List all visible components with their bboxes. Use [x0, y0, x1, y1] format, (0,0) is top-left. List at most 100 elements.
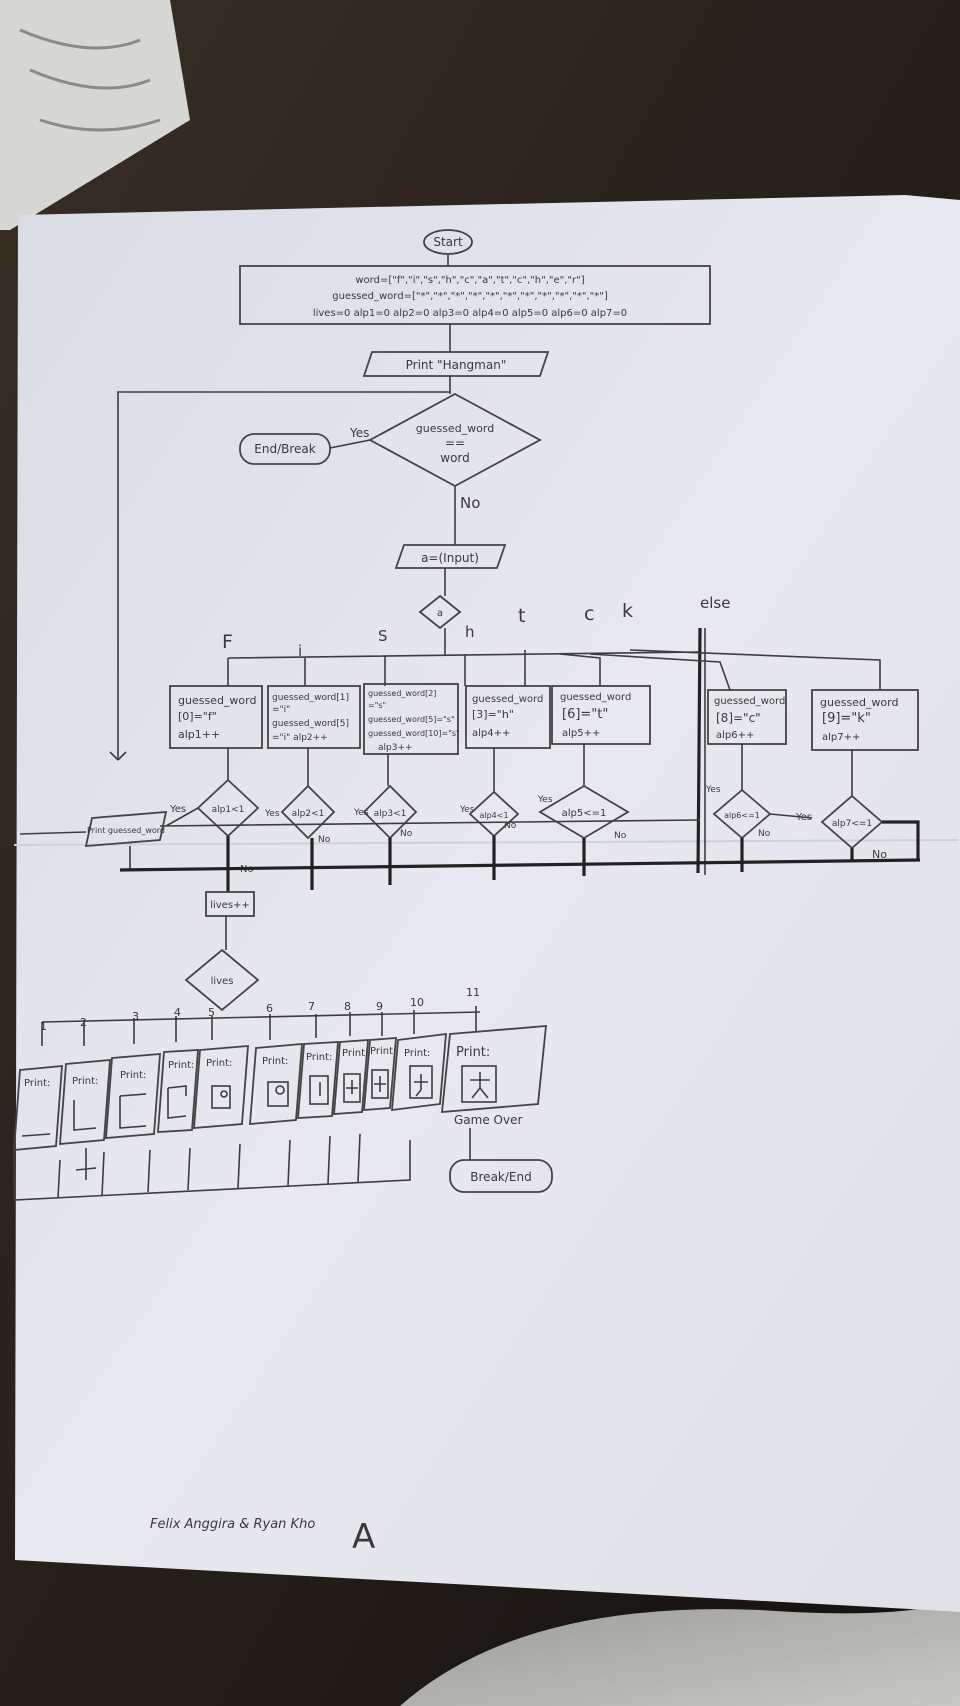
case-f-line3: alp1++ [178, 728, 220, 741]
input-label: a=(Input) [421, 551, 479, 565]
game-over-label: Game Over [454, 1113, 522, 1127]
yes-5: Yes [537, 795, 553, 805]
life-num-8: 8 [344, 1000, 351, 1013]
lives-switch-diamond [184, 948, 260, 1012]
print-hangman-io [362, 351, 550, 377]
life-num-9: 9 [376, 1000, 383, 1013]
print-box-4 [157, 1049, 199, 1133]
print-guessed-io [84, 811, 168, 847]
print-guessed-label: Print guessed_word [87, 826, 165, 835]
decision-alp5-text: alp5<=1 [562, 808, 607, 819]
decision-alp2 [280, 784, 336, 840]
case-s-label: S [378, 627, 388, 645]
case-i-box [267, 685, 361, 749]
case-f-label: F [222, 631, 233, 653]
case-t-line1: guessed_word [560, 692, 631, 703]
case-c-label: c [584, 603, 594, 625]
case-k-line3: alp7++ [822, 732, 860, 743]
case-t-line3: alp5++ [562, 728, 600, 739]
case-h-label: h [465, 623, 475, 641]
signature: Felix Anggira & Ryan Kho [150, 1517, 315, 1532]
case-c-line1: guessed_word [714, 696, 785, 707]
decision-b: word [440, 451, 470, 465]
case-i-line2: ="i" [272, 705, 290, 715]
lives-inc-box [205, 891, 255, 917]
print-box-5-label: Print: [206, 1058, 232, 1069]
print-box-9-label: Print: [370, 1046, 396, 1057]
case-h-line3: alp4++ [472, 728, 510, 739]
case-i-line4: ="i" alp2++ [272, 733, 328, 743]
break-end-terminal [449, 1159, 553, 1193]
print-hangman-label: Print "Hangman" [406, 358, 507, 372]
break-end-label: Break/End [470, 1170, 531, 1184]
lives-switch-label: lives [211, 976, 234, 987]
case-k-line2: [9]="k" [822, 711, 871, 726]
life-num-5: 5 [208, 1006, 215, 1019]
loop-back-line [117, 391, 450, 760]
yes-label-main: Yes [349, 426, 369, 440]
case-s-line2: ="s" [368, 701, 386, 710]
life-num-4: 4 [174, 1006, 181, 1019]
case-s-line5: alp3++ [378, 743, 413, 753]
decision-alp4-text: alp4<1 [479, 811, 508, 820]
print-box-1-label: Print: [24, 1078, 50, 1089]
no-6: No [758, 829, 771, 839]
yes-3: Yes [353, 808, 369, 818]
print-box-8 [333, 1039, 369, 1115]
case-s-box [363, 683, 459, 755]
print-box-3 [105, 1053, 161, 1139]
life-num-6: 6 [266, 1002, 273, 1015]
flowchart: Start word=["f","i","s","h","c","a","t",… [13, 229, 921, 1201]
decision-alp7-text: alp7<=1 [832, 819, 872, 829]
life-num-3: 3 [132, 1010, 139, 1023]
end-break-terminal [239, 433, 331, 465]
print-box-9 [363, 1037, 397, 1111]
case-h-line2: [3]="h" [472, 708, 514, 721]
switch-diamond [418, 594, 462, 630]
yes-1: Yes [169, 804, 186, 815]
yes-4: Yes [459, 805, 475, 815]
case-s-line3: guessed_word[5]="s" [368, 715, 455, 724]
print-box-10-label: Print: [404, 1048, 430, 1059]
print-box-7 [297, 1041, 339, 1119]
case-c-line2: [8]="c" [716, 711, 761, 725]
init-process-box [239, 265, 711, 325]
init-guessed-text: guessed_word=["*","*","*","*","*","*","*… [332, 291, 608, 302]
no-7: No [872, 848, 887, 861]
case-c-line3: alp6++ [716, 730, 754, 741]
print-box-7-label: Print: [306, 1052, 332, 1063]
case-f-box [169, 685, 263, 749]
yes-2: Yes [264, 809, 280, 819]
case-else-label: else [700, 594, 730, 612]
print-box-6 [249, 1043, 303, 1125]
print-box-10 [391, 1032, 447, 1112]
case-t-line2: [6]="t" [562, 707, 608, 722]
print-box-5 [193, 1045, 249, 1129]
lives-inc-label: lives++ [210, 900, 250, 911]
case-f-line2: [0]="f" [178, 710, 217, 723]
print-box-6-label: Print: [262, 1056, 288, 1067]
no-label-main: No [460, 494, 480, 512]
hangman-print-boxes: Print: Print: Print: Print: Print: Print… [13, 1025, 548, 1151]
decision-alp1-text: alp1<1 [212, 805, 245, 815]
grade-mark: A [352, 1517, 375, 1557]
decision-alp6-text: alp6<=1 [724, 811, 760, 820]
life-num-11: 11 [466, 986, 480, 999]
case-s-line4: guessed_word[10]="s" [368, 729, 460, 738]
case-i-label: i [298, 642, 302, 660]
case-i-line3: guessed_word[5] [272, 719, 349, 729]
yes-6: Yes [705, 785, 721, 795]
no-2: No [318, 835, 331, 845]
print-box-11 [440, 1025, 548, 1113]
decision-a: guessed_word [416, 422, 494, 435]
life-num-10: 10 [410, 996, 424, 1009]
else-bar [696, 627, 702, 874]
case-t-label: t [518, 605, 525, 627]
life-num-7: 7 [308, 1000, 315, 1013]
case-k-box [811, 689, 919, 751]
lower-grid-lines [13, 1133, 411, 1201]
case-h-box [465, 685, 551, 749]
case-c-box [707, 689, 787, 745]
life-num-1: 1 [40, 1020, 47, 1033]
no-bus-line [119, 858, 921, 872]
